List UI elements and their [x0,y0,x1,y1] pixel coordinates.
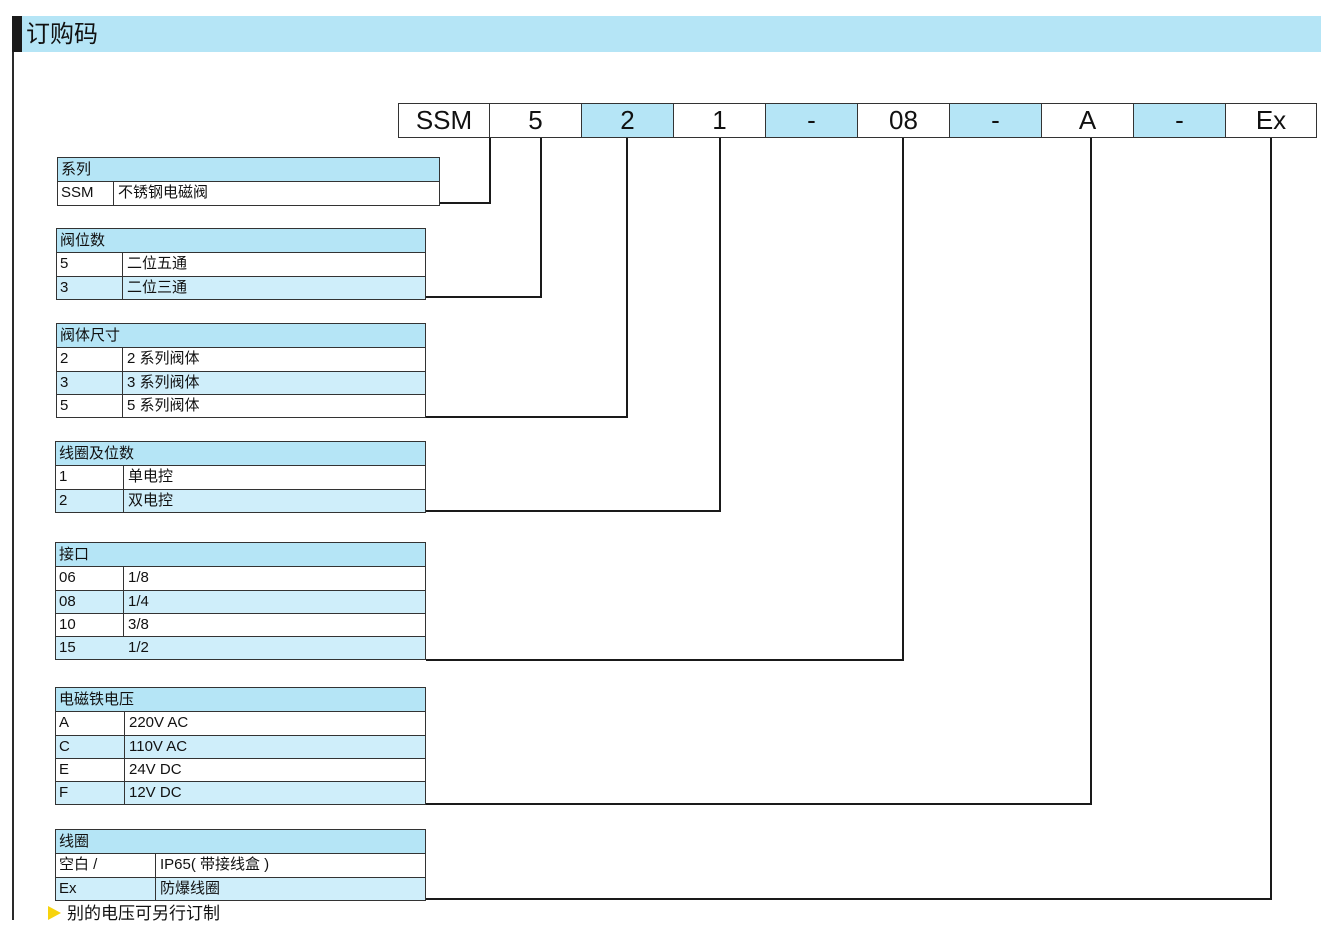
option-description: 1/8 [128,569,149,586]
table-voltage: 电磁铁电压 A 220V AC C 110V AC E 24V DC F 12V… [55,687,426,805]
connector-series [440,138,491,204]
option-description: 防爆线圈 [160,880,221,897]
table-row: 15 1/2 [56,636,425,659]
table-header: 接口 [56,543,425,567]
option-code: 3 [57,372,123,394]
footnote: 别的电压可另行订制 [48,903,220,925]
option-code: 3 [57,277,123,299]
table-valve-positions: 阀位数 5 二位五通 3 二位三通 [56,228,426,300]
title-marker [12,16,22,52]
option-code: 1 [56,466,124,489]
option-code: A [56,712,125,735]
table-header: 线圈及位数 [56,442,425,466]
table-header: 阀体尺寸 [57,324,425,348]
table-row: 3 二位三通 [57,276,425,299]
table-row: Ex 防爆线圈 [56,877,425,900]
left-rule [12,52,14,920]
table-row: 10 3/8 [56,613,425,636]
option-code: F [56,782,125,804]
table-coil: 线圈 空白 / IP65( 带接线盒 ) Ex 防爆线圈 [55,829,426,901]
option-code: 5 [57,253,123,276]
table-row: 06 1/8 [56,567,425,590]
code-segment-coil: Ex [1225,103,1317,138]
table-row: 2 2 系列阀体 [57,348,425,371]
code-segment-body-size: 2 [581,103,674,138]
table-row: 5 5 系列阀体 [57,394,425,417]
table-coil-type: 线圈及位数 1 单电控 2 双电控 [55,441,426,513]
table-row: A 220V AC [56,712,425,735]
table-row: E 24V DC [56,758,425,781]
table-row: F 12V DC [56,781,425,804]
code-separator: - [765,103,858,138]
option-description: 110V AC [129,738,188,755]
option-description: 二位五通 [127,255,188,272]
connector-coil-type [426,138,721,512]
connector-coil [426,138,1272,900]
code-separator: - [1133,103,1226,138]
code-segment-voltage: A [1041,103,1134,138]
table-series: 系列 SSM 不锈钢电磁阀 [57,157,440,206]
option-code: 2 [57,348,123,371]
option-code: E [56,759,125,781]
code-separator: - [949,103,1042,138]
table-header: 电磁铁电压 [56,688,425,712]
code-segment-port: 08 [857,103,950,138]
table-row: 空白 / IP65( 带接线盒 ) [56,854,425,877]
table-row: C 110V AC [56,735,425,758]
table-row: 3 3 系列阀体 [57,371,425,394]
triangle-bullet-icon [48,905,61,920]
title-bar [12,16,1321,52]
connector-voltage [426,138,1092,805]
option-description: 单电控 [128,468,174,485]
page-title: 订购码 [26,20,98,48]
option-description: 3/8 [128,616,149,633]
option-description: 24V DC [129,761,182,778]
table-header: 线圈 [56,830,425,854]
table-row: 2 双电控 [56,489,425,512]
option-description: 1/4 [128,593,149,610]
option-description: 220V AC [129,714,189,731]
option-description: IP65( 带接线盒 ) [160,856,270,873]
option-description: 双电控 [128,492,174,509]
option-description: 2 系列阀体 [127,350,200,367]
footnote-text: 别的电压可另行订制 [67,904,220,924]
option-code: 08 [56,591,124,613]
connector-valve-positions [426,138,542,298]
option-description: 不锈钢电磁阀 [118,184,209,201]
option-code: 5 [57,395,123,417]
option-code: 15 [59,639,76,656]
table-row: 5 二位五通 [57,253,425,276]
option-code: 06 [56,567,124,590]
option-code: Ex [56,878,156,900]
option-description: 3 系列阀体 [127,374,200,391]
option-description: 12V DC [129,784,182,801]
option-code: 10 [56,614,124,636]
option-code: 空白 / [56,854,156,877]
option-description: 5 系列阀体 [127,397,200,414]
option-code: SSM [58,182,114,205]
connector-port [426,138,904,661]
table-row: 08 1/4 [56,590,425,613]
option-description: 二位三通 [127,279,188,296]
table-header: 系列 [58,158,439,182]
table-row: 1 单电控 [56,466,425,489]
connector-body-size [426,138,628,418]
table-body-size: 阀体尺寸 2 2 系列阀体 3 3 系列阀体 5 5 系列阀体 [56,323,426,418]
table-port: 接口 06 1/8 08 1/4 10 3/8 15 1/2 [55,542,426,660]
table-row: SSM 不锈钢电磁阀 [58,182,439,205]
option-code: 2 [56,490,124,512]
code-segment-coil-type: 1 [673,103,766,138]
table-header: 阀位数 [57,229,425,253]
option-description: 1/2 [128,639,149,656]
option-code: C [56,736,125,758]
